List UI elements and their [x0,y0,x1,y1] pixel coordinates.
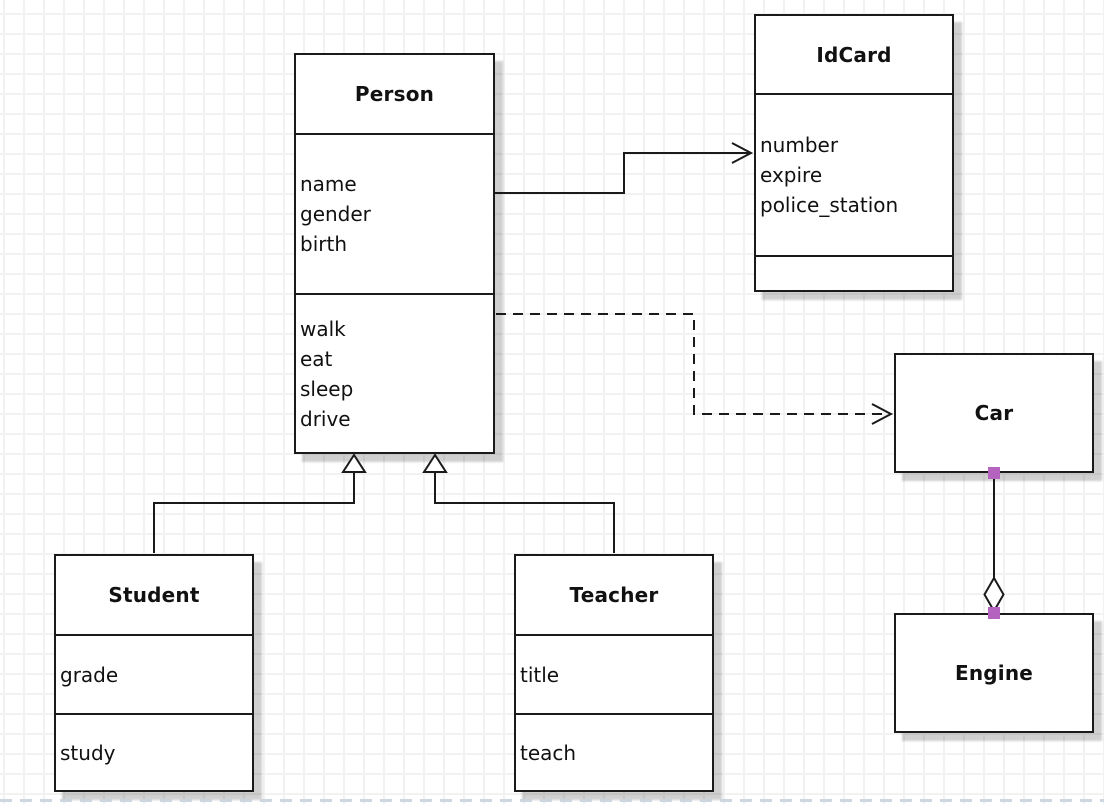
method: drive [300,406,351,431]
attribute: birth [300,232,347,256]
class-box-person[interactable]: Person name gender birth walk eat sleep … [294,53,495,454]
attribute: grade [60,662,119,687]
class-title-engine: Engine [954,661,1034,685]
class-box-engine[interactable]: Engine [894,613,1094,733]
connector-car-to-engine[interactable] [983,467,1005,619]
attribute: number [760,133,839,157]
class-attributes-teacher: title [516,634,712,713]
connector-person-to-car[interactable] [496,313,894,425]
class-box-car[interactable]: Car [894,353,1094,473]
class-methods-student: study [56,713,252,790]
hollow-triangle-arrowhead [422,453,448,473]
connector-teacher-to-person[interactable] [422,453,615,553]
class-methods-idcard-empty [756,255,952,290]
attribute: title [520,662,560,687]
method: study [60,740,116,765]
generalization-line[interactable] [434,471,615,553]
class-title-idcard: IdCard [816,42,892,67]
open-arrowhead [871,403,894,425]
connector-student-to-person[interactable] [153,453,367,553]
class-title-car: Car [974,401,1014,425]
class-attributes-idcard: number expire police_station [756,93,952,255]
class-methods-teacher: teach [516,713,712,790]
method: eat [300,346,333,371]
association-line[interactable] [494,152,750,194]
hollow-triangle-arrowhead [341,453,367,473]
class-box-student[interactable]: Student grade study [54,554,254,792]
attribute: police_station [760,193,899,217]
hollow-diamond-arrowhead [983,575,1005,614]
generalization-line[interactable] [153,471,355,553]
class-title-teacher: Teacher [569,583,659,607]
method: teach [520,740,577,765]
connector-person-to-idcard[interactable] [494,142,754,194]
class-attributes-student: grade [56,634,252,713]
attribute: expire [760,163,823,187]
dependency-line[interactable] [496,313,886,415]
attribute: name [300,172,357,196]
method: sleep [300,376,354,401]
class-title-person: Person [354,82,435,106]
attribute: gender [300,202,371,226]
class-methods-person: walk eat sleep drive [296,293,493,452]
page-boundary-line [0,799,1104,802]
class-box-teacher[interactable]: Teacher title teach [514,554,714,792]
class-box-idcard[interactable]: IdCard number expire police_station [754,14,954,292]
open-arrowhead [731,142,754,164]
class-title-student: Student [108,583,200,607]
class-attributes-person: name gender birth [296,133,493,293]
method: walk [300,316,346,341]
